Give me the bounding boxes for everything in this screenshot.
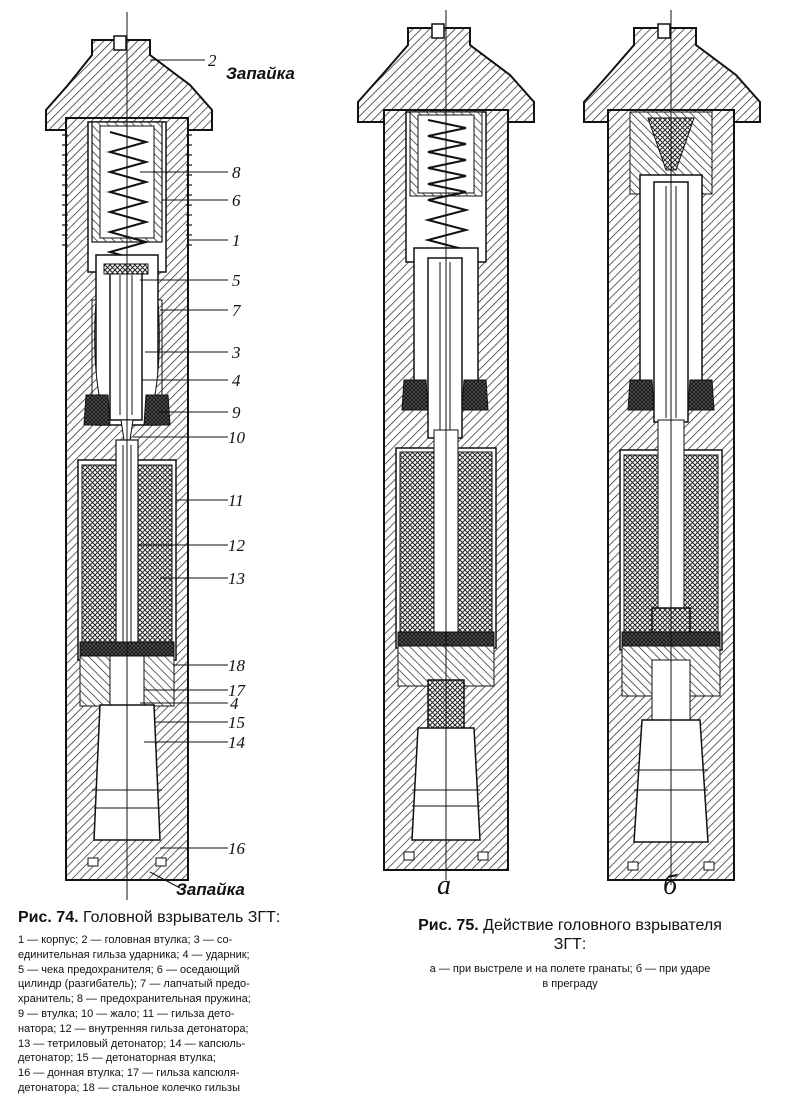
legend-line: а — при выстреле и на полете гранаты; б … bbox=[429, 963, 711, 975]
legend-line: детонатор; 15 — детонаторная втулка; bbox=[18, 1052, 216, 1065]
fig75b-fuze bbox=[583, 10, 761, 885]
legend-line: детонатора; 18 — стальное колечко гильзы bbox=[18, 1081, 241, 1094]
fig75-legend: а — при выстреле и на полете гранаты; б … bbox=[370, 962, 770, 992]
fuze-cross-section-drawing bbox=[45, 10, 761, 900]
callout-10: 10 bbox=[228, 428, 245, 447]
legend-line: 1 — корпус; 2 — головная втулка; 3 — со- bbox=[18, 934, 233, 946]
fig75-title: Рис. 75. Действие головного взрывателя bbox=[418, 917, 722, 934]
seal-top-label: Запайка bbox=[226, 64, 295, 83]
legend-line: 13 — тетриловый детонатор; 14 — капсюль- bbox=[18, 1037, 246, 1050]
callout-3: 3 bbox=[232, 343, 241, 362]
fig75-caption: Рис. 75. Действие головного взрывателя З… bbox=[370, 916, 770, 992]
fig74-caption: Рис. 74. Головной взрыватель ЗГТ: 1 — ко… bbox=[18, 908, 353, 1096]
callout-9: 9 bbox=[232, 403, 241, 422]
fig74-fuze bbox=[45, 12, 228, 900]
callout-17: 17 bbox=[228, 681, 245, 700]
fig74-legend: 1 — корпус; 2 — головная втулка; 3 — со-… bbox=[18, 933, 353, 1096]
fig74-safety-spring bbox=[106, 131, 150, 263]
callout-18: 18 bbox=[228, 656, 245, 675]
callout-5: 5 bbox=[232, 271, 241, 290]
legend-line: единительная гильза ударника; 4 — ударни… bbox=[18, 948, 250, 961]
callout-13: 13 bbox=[228, 569, 245, 588]
legend-line: 9 — втулка; 10 — жало; 11 — гильза дето- bbox=[18, 1007, 235, 1020]
callout-4b: 4 bbox=[230, 694, 239, 713]
fig75a-fuze bbox=[357, 10, 535, 880]
fig75-label-a: а bbox=[437, 870, 451, 901]
legend-line: цилиндр (разгибатель); 7 — лапчатый пред… bbox=[18, 978, 250, 991]
callout-8: 8 bbox=[232, 163, 241, 182]
fig75-title-line2: ЗГТ: bbox=[553, 936, 587, 953]
legend-line: натора; 12 — внутренняя гильза детонатор… bbox=[18, 1022, 249, 1035]
legend-line: 16 — донная втулка; 17 — гильза капсюля- bbox=[18, 1067, 240, 1080]
callout-16: 16 bbox=[228, 839, 245, 858]
fig74-head-bushing bbox=[45, 39, 213, 131]
fig74-striker bbox=[109, 269, 143, 421]
callout-4: 4 bbox=[232, 371, 241, 390]
legend-line: в преграду bbox=[542, 977, 598, 990]
fig74-tetryl-detonator bbox=[81, 464, 117, 646]
seal-bottom-label: Запайка bbox=[176, 880, 245, 899]
legend-line: 5 — чека предохранителя; 6 — оседающий bbox=[18, 963, 240, 976]
legend-line: хранитель; 8 — предохранительная пружина… bbox=[18, 993, 251, 1006]
callout-2: 2 bbox=[208, 51, 217, 70]
callout-15: 15 bbox=[228, 713, 245, 732]
fig75-label-b: б bbox=[663, 870, 678, 901]
callout-12: 12 bbox=[228, 536, 245, 555]
callout-7: 7 bbox=[232, 301, 241, 320]
callout-1: 1 bbox=[232, 231, 241, 250]
callout-6: 6 bbox=[232, 191, 241, 210]
callout-11: 11 bbox=[228, 491, 244, 510]
fig74-title: Рис. 74. Головной взрыватель ЗГТ: bbox=[18, 909, 281, 926]
callout-14: 14 bbox=[228, 733, 245, 752]
